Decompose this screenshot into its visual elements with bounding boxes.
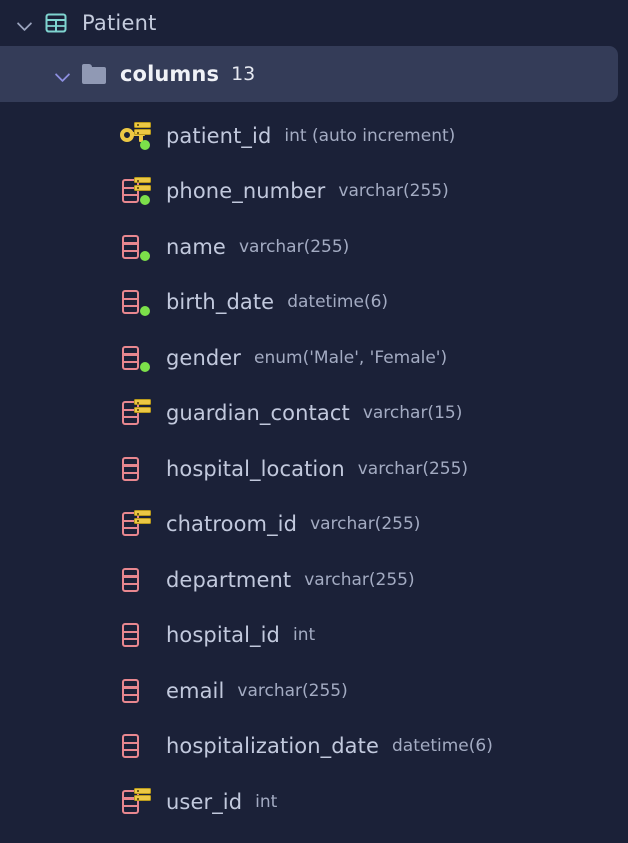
column-name: email xyxy=(166,678,225,703)
column-name: gender xyxy=(166,345,242,370)
not-null-dot-icon xyxy=(140,361,150,372)
folder-icon xyxy=(82,64,106,84)
column-icon xyxy=(120,232,150,262)
column-type: varchar(255) xyxy=(304,569,415,590)
column-name: hospital_location xyxy=(166,456,345,481)
table-row[interactable]: chatroom_id varchar(255) xyxy=(0,497,628,553)
tree-node-table-patient[interactable]: Patient xyxy=(0,0,628,46)
column-name: department xyxy=(166,567,292,592)
primary-key-icon xyxy=(120,121,151,151)
column-name: user_id xyxy=(166,789,243,814)
not-null-dot-icon xyxy=(140,195,150,206)
column-name: chatroom_id xyxy=(166,512,298,537)
table-row[interactable]: phone_number varchar(255) xyxy=(0,164,628,220)
tree-node-columns[interactable]: columns 13 xyxy=(0,46,618,102)
columns-label: columns xyxy=(120,62,220,86)
column-type: int xyxy=(255,791,278,812)
column-icon xyxy=(120,176,151,206)
index-badge-icon xyxy=(134,121,151,137)
table-row[interactable]: guardian_contact varchar(15) xyxy=(0,386,628,442)
index-badge-icon xyxy=(134,787,151,803)
tree-node-columns-wrap: columns 13 xyxy=(0,46,628,102)
column-icon xyxy=(120,620,150,650)
table-row[interactable]: hospital_id int xyxy=(0,608,628,664)
column-icon xyxy=(120,565,150,595)
column-icon xyxy=(120,343,150,373)
table-row[interactable]: hospital_location varchar(255) xyxy=(0,441,628,497)
column-type: datetime(6) xyxy=(287,292,389,313)
table-grid-icon xyxy=(44,11,68,35)
not-null-dot-icon xyxy=(140,250,150,261)
index-badge-icon xyxy=(134,399,151,414)
index-badge-icon xyxy=(134,177,151,192)
column-type: enum('Male', 'Female') xyxy=(254,347,448,368)
column-icon xyxy=(120,287,150,317)
column-icon xyxy=(120,454,150,484)
column-icon xyxy=(120,731,150,761)
column-type: varchar(255) xyxy=(238,236,350,257)
table-row[interactable]: birth_date datetime(6) xyxy=(0,275,628,331)
column-type: varchar(255) xyxy=(310,514,421,535)
columns-count-badge: 13 xyxy=(231,63,256,85)
column-name: phone_number xyxy=(166,179,326,204)
index-badge-icon xyxy=(134,510,151,525)
column-name: name xyxy=(166,234,226,259)
not-null-dot-icon xyxy=(140,306,150,317)
not-null-dot-icon xyxy=(140,139,150,150)
column-name: guardian_contact xyxy=(166,401,350,426)
column-type: varchar(255) xyxy=(237,680,348,701)
table-name-label: Patient xyxy=(82,11,157,35)
table-row[interactable]: email varchar(255) xyxy=(0,663,628,719)
column-list: patient_id int (auto increment) phone_nu… xyxy=(0,102,628,830)
column-name: hospital_id xyxy=(166,623,280,648)
column-name: birth_date xyxy=(166,290,275,315)
table-row[interactable]: patient_id int (auto increment) xyxy=(0,108,628,164)
chevron-down-icon[interactable] xyxy=(52,63,74,85)
column-icon xyxy=(120,509,151,539)
table-row[interactable]: hospitalization_date datetime(6) xyxy=(0,719,628,775)
table-row[interactable]: user_id int xyxy=(0,774,628,830)
column-type: int (auto increment) xyxy=(284,125,456,146)
column-name: hospitalization_date xyxy=(166,734,380,759)
column-name: patient_id xyxy=(166,123,272,148)
column-type: varchar(15) xyxy=(362,403,463,424)
column-type: varchar(255) xyxy=(357,458,469,479)
table-row[interactable]: gender enum('Male', 'Female') xyxy=(0,330,628,386)
table-row[interactable]: name varchar(255) xyxy=(0,219,628,275)
chevron-down-icon[interactable] xyxy=(14,12,36,34)
table-row[interactable]: department varchar(255) xyxy=(0,552,628,608)
column-icon xyxy=(120,787,151,817)
column-type: int xyxy=(292,625,316,646)
column-icon xyxy=(120,398,151,428)
column-icon xyxy=(120,676,150,706)
column-type: datetime(6) xyxy=(392,736,493,757)
column-type: varchar(255) xyxy=(338,181,449,202)
